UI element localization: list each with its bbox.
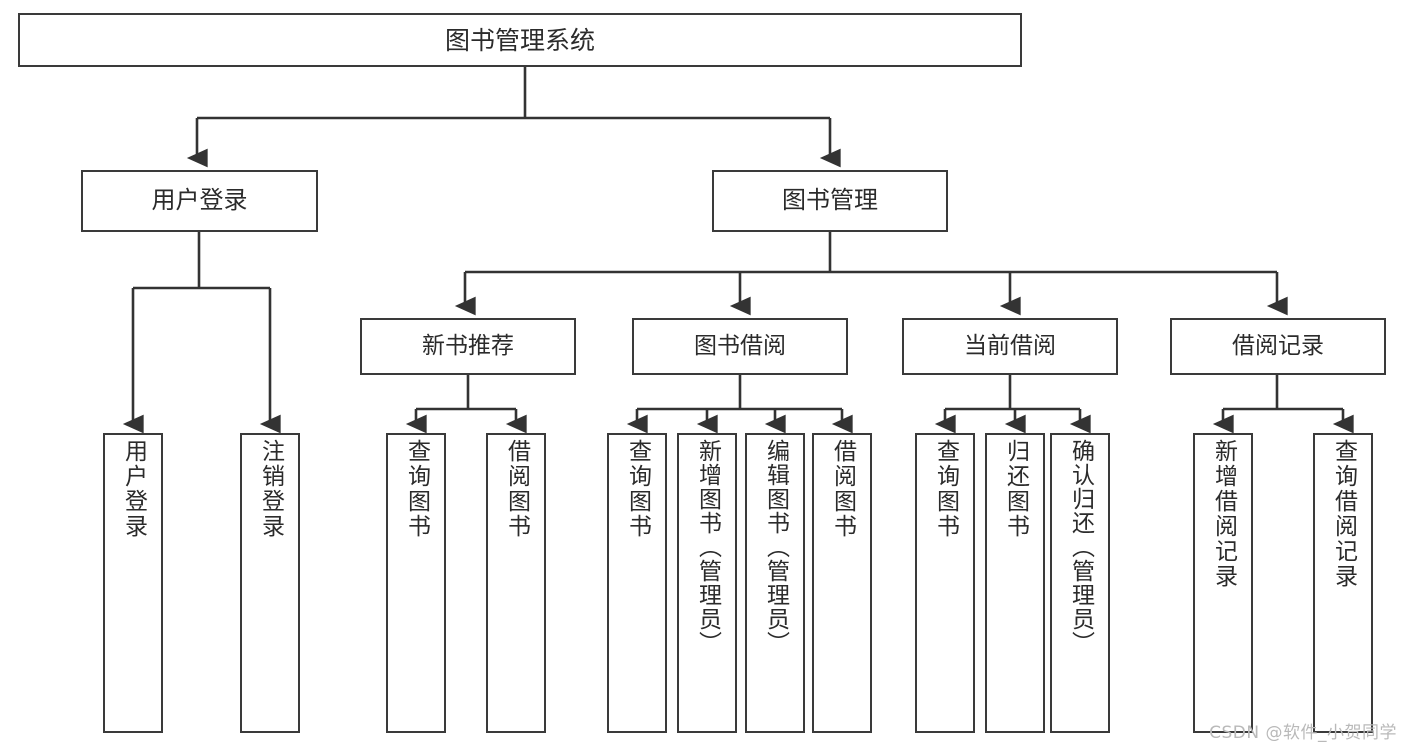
node-leaf-user-login-label: 用户登录 xyxy=(120,439,147,539)
node-leaf-record-query-record-label: 查询借阅记录 xyxy=(1330,439,1357,589)
node-book-management[interactable]: 图书管理 xyxy=(712,170,948,232)
node-leaf-borrow-add-book-admin-label: 新增图书（管理员） xyxy=(694,439,721,655)
node-current-borrow-label: 当前借阅 xyxy=(964,333,1056,360)
node-book-management-label: 图书管理 xyxy=(782,186,878,215)
node-leaf-borrow-borrow-book-label: 借阅图书 xyxy=(829,439,856,539)
node-leaf-borrow-add-book-admin[interactable]: 新增图书（管理员） xyxy=(677,433,737,733)
node-book-borrow-label: 图书借阅 xyxy=(694,333,786,360)
node-leaf-logout[interactable]: 注销登录 xyxy=(240,433,300,733)
node-root-label: 图书管理系统 xyxy=(444,25,595,55)
node-leaf-borrow-query-book-label: 查询图书 xyxy=(624,439,651,539)
node-root-book-management-system[interactable]: 图书管理系统 xyxy=(18,13,1022,67)
node-borrow-record[interactable]: 借阅记录 xyxy=(1170,318,1386,375)
watermark-text: CSDN @软件_小贺同学 xyxy=(1209,723,1397,743)
node-leaf-user-login[interactable]: 用户登录 xyxy=(103,433,163,733)
node-leaf-logout-label: 注销登录 xyxy=(257,439,284,539)
node-leaf-current-confirm-return-admin-label: 确认归还（管理员） xyxy=(1067,439,1094,655)
node-leaf-borrow-borrow-book[interactable]: 借阅图书 xyxy=(812,433,872,733)
node-leaf-current-confirm-return-admin[interactable]: 确认归还（管理员） xyxy=(1050,433,1110,733)
node-leaf-current-query-book-label: 查询图书 xyxy=(932,439,959,539)
node-leaf-newbook-query-book-label: 查询图书 xyxy=(403,439,430,539)
node-new-book-recommend-label: 新书推荐 xyxy=(422,333,514,360)
node-leaf-record-add-record-label: 新增借阅记录 xyxy=(1210,439,1237,589)
node-borrow-record-label: 借阅记录 xyxy=(1232,333,1324,360)
node-leaf-record-query-record[interactable]: 查询借阅记录 xyxy=(1313,433,1373,733)
node-leaf-newbook-query-book[interactable]: 查询图书 xyxy=(386,433,446,733)
node-leaf-borrow-query-book[interactable]: 查询图书 xyxy=(607,433,667,733)
node-user-login[interactable]: 用户登录 xyxy=(81,170,318,232)
node-leaf-current-query-book[interactable]: 查询图书 xyxy=(915,433,975,733)
node-leaf-newbook-borrow-book-label: 借阅图书 xyxy=(503,439,530,539)
node-current-borrow[interactable]: 当前借阅 xyxy=(902,318,1118,375)
node-book-borrow[interactable]: 图书借阅 xyxy=(632,318,848,375)
node-leaf-current-return-book[interactable]: 归还图书 xyxy=(985,433,1045,733)
node-leaf-borrow-edit-book-admin[interactable]: 编辑图书（管理员） xyxy=(745,433,805,733)
node-user-login-label: 用户登录 xyxy=(151,186,248,215)
node-leaf-newbook-borrow-book[interactable]: 借阅图书 xyxy=(486,433,546,733)
node-leaf-borrow-edit-book-admin-label: 编辑图书（管理员） xyxy=(762,439,789,655)
node-new-book-recommend[interactable]: 新书推荐 xyxy=(360,318,576,375)
node-leaf-record-add-record[interactable]: 新增借阅记录 xyxy=(1193,433,1253,733)
node-leaf-current-return-book-label: 归还图书 xyxy=(1002,439,1029,539)
